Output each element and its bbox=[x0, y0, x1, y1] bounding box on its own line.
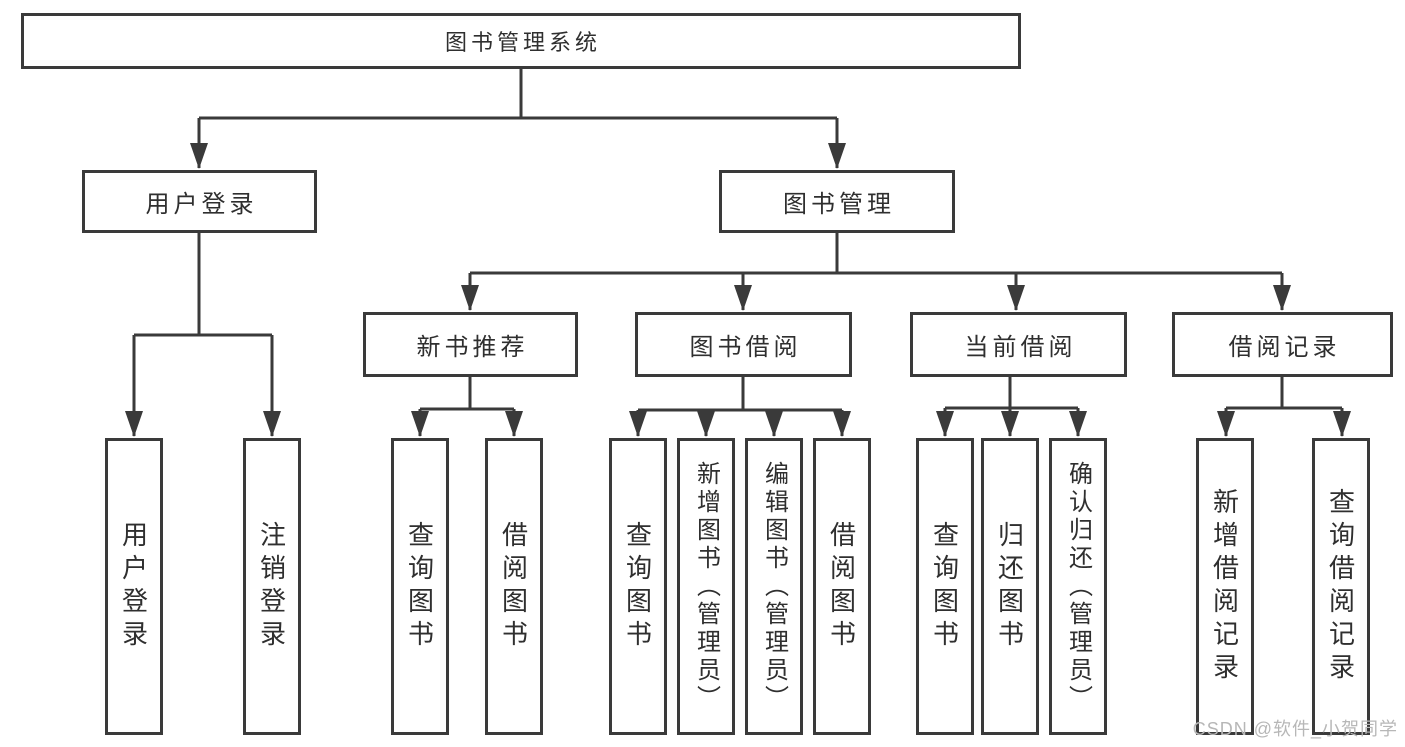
leaf-query-borrow-record: 查询借阅记录 bbox=[1312, 438, 1370, 735]
leaf-edit-books-admin: 编辑图书（管理员） bbox=[745, 438, 803, 735]
leaf-add-borrow-record: 新增借阅记录 bbox=[1196, 438, 1254, 735]
connector-user-login-children bbox=[125, 233, 281, 437]
leaf-user-login: 用户登录 bbox=[105, 438, 163, 735]
node-book-management: 图书管理 bbox=[719, 170, 955, 233]
node-new-book-recommend: 新书推荐 bbox=[363, 312, 578, 377]
node-current-borrow: 当前借阅 bbox=[910, 312, 1127, 377]
leaf-current-query-books: 查询图书 bbox=[916, 438, 974, 735]
csdn-watermark: CSDN @软件_小贺同学 bbox=[1192, 719, 1398, 739]
leaf-return-books: 归还图书 bbox=[981, 438, 1039, 735]
node-root-system: 图书管理系统 bbox=[21, 13, 1021, 69]
leaf-recommend-borrow-books: 借阅图书 bbox=[485, 438, 543, 735]
leaf-logout: 注销登录 bbox=[243, 438, 301, 735]
connector-book-management-children bbox=[461, 233, 1291, 311]
connector-new-book-recommend-children bbox=[411, 377, 523, 437]
connector-root-to-level2 bbox=[190, 69, 846, 169]
leaf-borrow-books: 借阅图书 bbox=[813, 438, 871, 735]
node-borrow-records: 借阅记录 bbox=[1172, 312, 1393, 377]
connector-book-borrow-children bbox=[629, 377, 851, 437]
leaf-add-books-admin: 新增图书（管理员） bbox=[677, 438, 735, 735]
node-user-login: 用户登录 bbox=[82, 170, 317, 233]
node-book-borrow: 图书借阅 bbox=[635, 312, 852, 377]
connector-current-borrow-children bbox=[936, 377, 1087, 437]
connector-borrow-records-children bbox=[1217, 377, 1351, 437]
leaf-borrow-query-books: 查询图书 bbox=[609, 438, 667, 735]
leaf-recommend-query-books: 查询图书 bbox=[391, 438, 449, 735]
leaf-confirm-return-admin: 确认归还（管理员） bbox=[1049, 438, 1107, 735]
